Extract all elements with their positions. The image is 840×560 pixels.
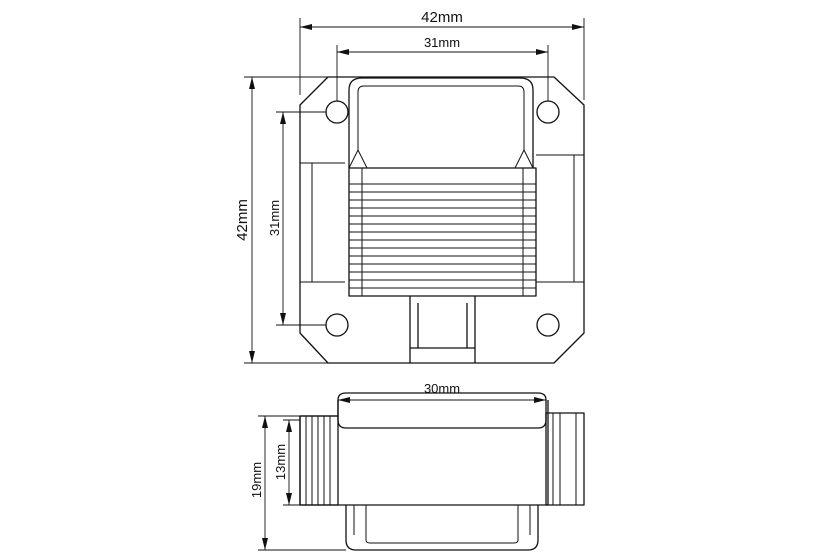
mount-hole-top-right bbox=[536, 100, 560, 124]
channel-inner bbox=[357, 85, 525, 150]
dimension-width: 42mm bbox=[299, 9, 585, 100]
body-height-label: 13mm bbox=[273, 444, 288, 480]
length-label: 30mm bbox=[424, 381, 460, 396]
dimension-length: 30mm bbox=[338, 381, 546, 403]
plate-outline bbox=[299, 76, 585, 364]
cooling-fins bbox=[349, 168, 536, 296]
dimension-total-height: 19mm bbox=[249, 415, 346, 551]
left-boss bbox=[300, 162, 345, 283]
side-body-top bbox=[337, 392, 547, 429]
hole-spacing-vertical-label: 31mm bbox=[267, 200, 282, 236]
height-label: 42mm bbox=[234, 199, 251, 241]
hole-spacing-horizontal-label: 31mm bbox=[424, 35, 460, 50]
left-fin-stack bbox=[299, 415, 339, 506]
side-bottom-foot-inner bbox=[353, 505, 531, 544]
dimension-hole-spacing-horizontal: 31mm bbox=[336, 35, 549, 101]
mount-hole-bottom-right bbox=[536, 313, 560, 337]
dimension-body-height: 13mm bbox=[273, 419, 300, 506]
connector bbox=[409, 296, 476, 363]
width-label: 42mm bbox=[421, 9, 463, 26]
side-bottom-foot bbox=[345, 505, 539, 551]
channel-chamfer bbox=[348, 149, 534, 169]
side-view: 30mm 19mm 13mm bbox=[249, 381, 585, 551]
total-height-label: 19mm bbox=[249, 462, 264, 498]
channel-outer bbox=[348, 77, 534, 168]
dimension-hole-spacing-vertical: 31mm bbox=[267, 111, 326, 326]
mount-hole-top-left bbox=[325, 100, 349, 124]
mount-hole-bottom-left bbox=[325, 313, 349, 337]
right-block bbox=[545, 412, 585, 506]
dimension-height: 42mm bbox=[234, 76, 330, 364]
right-boss bbox=[536, 154, 584, 283]
top-view: 42mm 31mm 42mm 31mm bbox=[234, 9, 585, 364]
